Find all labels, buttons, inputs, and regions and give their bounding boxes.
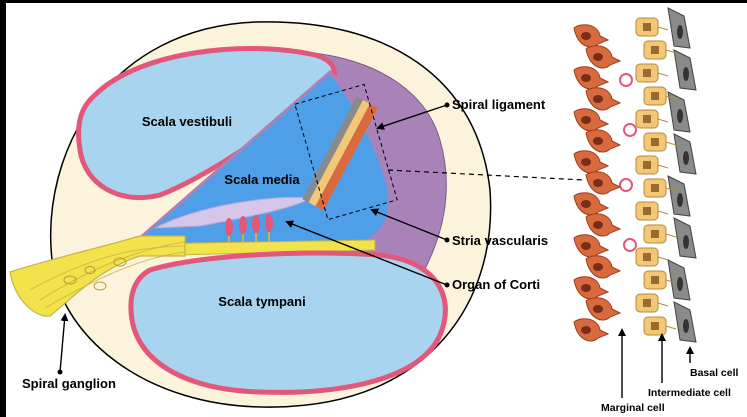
spiral-ganglion-label: Spiral ganglion: [22, 376, 116, 391]
organ-of-corti-label: Organ of Corti: [452, 277, 540, 292]
scala-media-label: Scala media: [224, 172, 300, 187]
scala-vestibuli-label: Scala vestibuli: [142, 114, 232, 129]
spiral-ligament-label: Spiral ligament: [452, 97, 546, 112]
marginal-cell-label: Marginal cell: [601, 402, 665, 414]
scala-tympani-chamber: [131, 253, 446, 392]
stria-vascularis-label: Stria vascularis: [452, 233, 548, 248]
scala-tympani-label: Scala tympani: [218, 294, 305, 309]
intermediate-cell-label: Intermediate cell: [648, 387, 731, 399]
basal-cell-label: Basal cell: [690, 367, 739, 379]
